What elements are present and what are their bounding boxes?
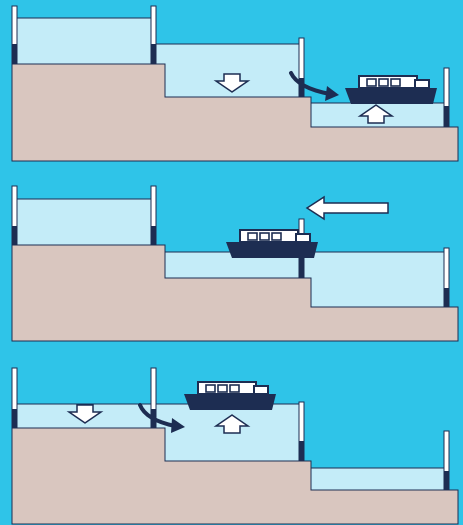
- water-lower-chamber: [301, 251, 447, 308]
- panel-1: [11, 5, 459, 162]
- ground: [11, 244, 459, 342]
- ground: [11, 63, 459, 162]
- curved-flow-arrow-icon: [289, 71, 332, 96]
- water-upper-chamber: [13, 198, 155, 246]
- left-arrow-icon: [305, 195, 389, 221]
- curved-flow-arrow-icon: [138, 403, 177, 428]
- narrowboat-icon: [225, 229, 319, 259]
- ground: [11, 427, 459, 525]
- water-upper-chamber: [13, 17, 155, 65]
- narrowboat-icon: [344, 75, 438, 105]
- panel-2: [11, 185, 459, 342]
- narrowboat-icon: [183, 381, 277, 411]
- panel-3: [11, 367, 459, 525]
- water-lower-chamber: [301, 467, 447, 491]
